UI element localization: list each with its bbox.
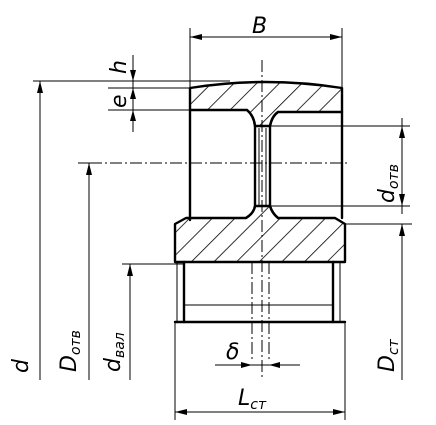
label-d-val-sub: вал [112,332,128,358]
label-L-st-sub: ст [250,397,267,413]
label-e: e [107,94,132,108]
dim-D-st: Dст [345,223,412,380]
label-D-otv: Dотв [57,330,84,372]
label-D-otv-sub: отв [68,330,84,355]
rim-section [188,80,344,128]
label-d-otv-sub: отв [386,164,402,189]
dim-L-st: Lст [174,322,346,420]
label-L-st: Lст [238,386,267,413]
label-D-st-sub: ст [386,338,402,355]
label-h: h [107,60,132,74]
label-L-st-main: L [238,386,250,411]
dim-d: d [9,80,108,380]
label-d: d [9,358,34,373]
left-web-outline [188,108,257,222]
label-d-otv: dотв [375,164,402,203]
right-web-outline [268,110,344,220]
dim-D-otv: Dотв [57,162,95,380]
dim-delta: δ [215,340,300,368]
label-d-val-main: d [101,357,126,372]
label-delta: δ [226,340,239,365]
bore-outline [182,260,335,324]
label-B: B [252,14,267,39]
centerlines [90,60,350,380]
label-d-val: dвал [101,332,128,372]
label-d-otv-main: d [375,188,400,203]
dim-d-otv: dотв [270,118,410,214]
label-D-st: Dст [375,338,402,372]
dim-h: h [107,55,230,110]
label-D-st-main: D [375,355,400,372]
dim-B: B [189,14,343,90]
label-D-otv-main: D [57,355,82,372]
dim-e: e [107,88,190,132]
part-section [173,80,347,360]
dim-d-val: dвал [101,263,184,380]
hub-section [173,204,347,264]
